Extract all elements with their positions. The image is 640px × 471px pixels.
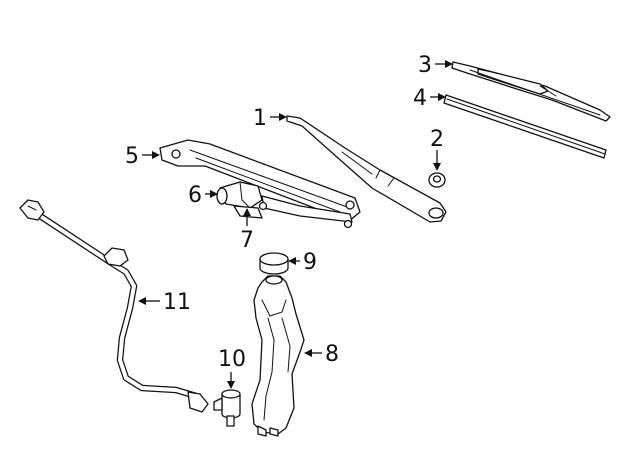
callout-label-6: 6 — [188, 183, 202, 208]
callout-label-11: 11 — [163, 290, 191, 315]
callout-label-4: 4 — [413, 86, 427, 111]
callout-2: 2 — [430, 127, 444, 171]
callout-4: 4 — [413, 86, 446, 111]
callout-3: 3 — [418, 53, 453, 78]
callout-label-2: 2 — [430, 127, 444, 152]
washer-pump[interactable] — [213, 389, 241, 427]
callout-label-3: 3 — [418, 53, 432, 78]
callout-7: 7 — [240, 208, 254, 253]
reservoir-cap[interactable] — [259, 252, 289, 275]
wiper-blade[interactable] — [451, 61, 611, 122]
callout-8: 8 — [304, 342, 339, 367]
callout-label-1: 1 — [253, 106, 267, 131]
wiper-linkage[interactable] — [159, 139, 361, 229]
callout-5: 5 — [125, 144, 160, 169]
arm-nut[interactable] — [428, 172, 446, 188]
callout-label-8: 8 — [325, 342, 339, 367]
callout-label-10: 10 — [218, 347, 246, 372]
callout-11: 11 — [138, 290, 191, 315]
wiper-arm[interactable] — [286, 115, 447, 223]
wiper-blade-insert[interactable] — [443, 94, 607, 159]
callout-10: 10 — [218, 347, 246, 389]
callout-9: 9 — [288, 250, 317, 275]
callout-6: 6 — [188, 183, 218, 208]
wiper-motor[interactable] — [216, 181, 263, 209]
callout-label-7: 7 — [240, 228, 254, 253]
washer-hose[interactable] — [19, 199, 209, 413]
callout-label-9: 9 — [303, 250, 317, 275]
callout-1: 1 — [253, 106, 287, 131]
callout-label-5: 5 — [125, 144, 139, 169]
washer-reservoir[interactable] — [251, 275, 305, 437]
